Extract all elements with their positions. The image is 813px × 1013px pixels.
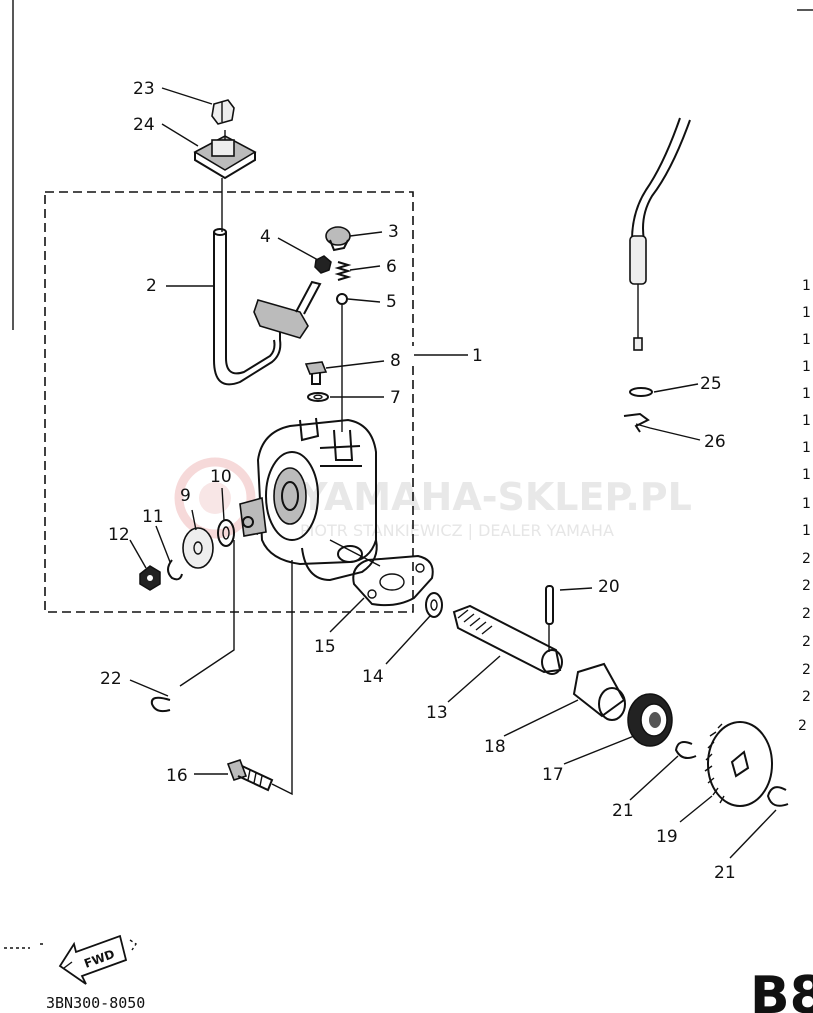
index-item: 1 (802, 359, 811, 375)
index-item: 1 (802, 440, 811, 456)
label-part-23: 23 (133, 79, 155, 99)
watermark-subtitle: PIOTR STANKIEWICZ | DEALER YAMAHA (300, 521, 614, 540)
part-26-clip (623, 412, 650, 433)
index-item: 2 (802, 689, 811, 705)
label-part-24: 24 (133, 115, 155, 135)
label-part-7: 7 (390, 388, 401, 408)
index-item: 2 (802, 634, 811, 650)
label-part-8: 8 (390, 351, 401, 371)
part-16-bolt (226, 758, 274, 792)
label-part-25: 25 (700, 374, 722, 394)
index-item: 2 (798, 718, 807, 734)
part-22-clip (150, 696, 171, 713)
label-part-21-upper: 21 (612, 801, 634, 821)
part-21-circlip-upper (674, 741, 697, 759)
part-17-bearing (627, 693, 673, 747)
label-part-19: 19 (656, 827, 678, 847)
part-9-pulley-plate (182, 527, 214, 569)
part-15-axis (329, 539, 381, 567)
part-24-grommet (193, 130, 257, 180)
part-20-pin (545, 585, 554, 625)
part-3-cap (325, 226, 351, 252)
fwd-arrow-icon: FWD (4, 934, 137, 985)
page-corner-text: B8 (750, 966, 813, 1013)
part-19-gear (704, 721, 773, 807)
part-10-washer (217, 519, 235, 547)
label-part-12: 12 (108, 525, 130, 545)
part-23-nut (211, 99, 235, 125)
part-14-washer (425, 592, 443, 618)
part-12-nut (139, 565, 161, 591)
part-25-washer (629, 387, 653, 397)
part-8-bleed-screw (304, 361, 328, 385)
index-item: 2 (802, 606, 811, 622)
label-part-2: 2 (146, 276, 157, 296)
label-part-1: 1 (472, 346, 483, 366)
label-part-4: 4 (260, 227, 271, 247)
index-item: 1 (802, 278, 811, 294)
index-column: 1 1 1 1 1 1 1 1 1 1 2 2 2 2 2 2 2 (798, 278, 811, 734)
oil-pump-cable (629, 117, 691, 351)
index-item: 1 (802, 467, 811, 483)
index-item: 1 (802, 496, 811, 512)
label-part-16: 16 (166, 766, 188, 786)
label-part-22: 22 (100, 669, 122, 689)
label-part-15: 15 (314, 637, 336, 657)
label-part-6: 6 (386, 257, 397, 277)
label-part-18: 18 (484, 737, 506, 757)
label-part-13: 13 (426, 703, 448, 723)
part-21-circlip-lower (766, 786, 789, 807)
part-5-ball (336, 293, 348, 305)
label-part-10: 10 (210, 467, 232, 487)
index-item: 2 (802, 578, 811, 594)
part-13-drive-shaft (452, 604, 563, 675)
label-part-17: 17 (542, 765, 564, 785)
label-part-11: 11 (142, 507, 164, 527)
part-6-spring (334, 261, 352, 281)
index-item: 1 (802, 386, 811, 402)
index-item: 2 (802, 662, 811, 678)
part-18-collar (572, 662, 626, 721)
part-11-circlip (167, 559, 183, 581)
part-7-washer (307, 392, 329, 402)
part-2-delivery-pipe (213, 228, 322, 386)
drawing-code: 3BN300-8050 (46, 994, 145, 1012)
label-part-14: 14 (362, 667, 384, 687)
index-item: 2 (802, 551, 811, 567)
watermark: YAMAHA-SKLEP.PL PIOTR STANKIEWICZ | DEAL… (174, 457, 692, 540)
label-part-21-lower: 21 (714, 863, 736, 883)
index-item: 1 (802, 523, 811, 539)
index-item: 1 (802, 413, 811, 429)
index-item: 1 (802, 305, 811, 321)
watermark-title: YAMAHA-SKLEP.PL (299, 475, 692, 519)
part-4-nut (314, 255, 332, 274)
leader-lines (129, 87, 777, 859)
assembly-dashed-box (44, 191, 414, 613)
label-part-5: 5 (386, 292, 397, 312)
oil-pump-body (239, 417, 378, 582)
index-item: 1 (802, 332, 811, 348)
part-15-gasket (352, 554, 434, 607)
label-part-20: 20 (598, 577, 620, 597)
label-part-26: 26 (704, 432, 726, 452)
label-part-9: 9 (180, 486, 191, 506)
label-part-3: 3 (388, 222, 399, 242)
